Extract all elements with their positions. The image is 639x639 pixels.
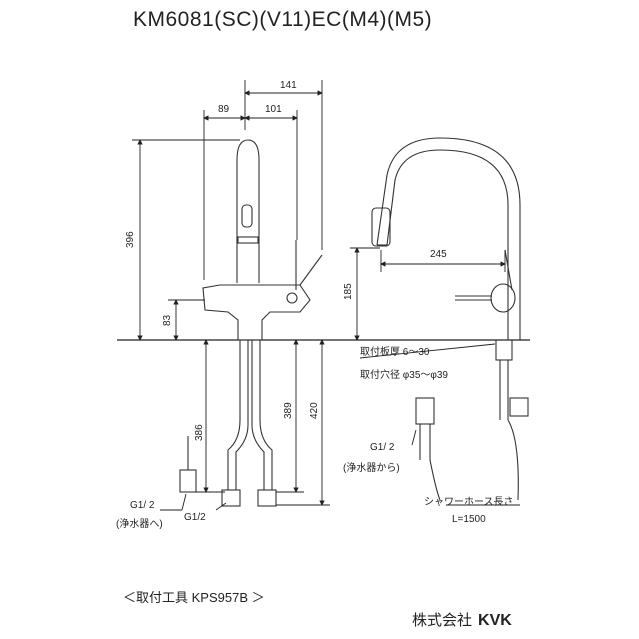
note-from-purifier: (浄水器から) [343,461,400,474]
company-brand: 株式会社 KVK [412,609,512,630]
dim-420: 420 [309,402,320,419]
note-hole-diameter: 取付穴径 φ35～φ39 [360,368,448,381]
dim-83: 83 [162,314,173,326]
dim-141: 141 [280,80,297,91]
note-hose-length: シャワーホース長さ [424,496,514,508]
dim-185: 185 [343,283,354,300]
left-faucet-body [179,139,323,507]
model-title: KM6081(SC)(V11)EC(M4)(M5) [133,8,433,31]
dim-101: 101 [265,104,282,115]
dim-386: 386 [194,424,205,441]
note-g12-right: G1/ 2 [370,442,395,453]
note-plate-thickness: 取付板厚 6～30 [360,345,430,358]
brand-logo: KVK [478,612,512,629]
dim-245: 245 [430,249,447,260]
dim-89: 89 [218,104,230,115]
note-g12-bottom: G1/2 [184,512,206,523]
note-g12-left: G1/ 2 [130,500,155,511]
note-hose-L: L=1500 [452,514,486,525]
right-dimensions [350,247,520,506]
note-to-purifier: (浄水器へ) [116,517,163,530]
right-faucet-body [371,137,529,501]
tool-note: ＜取付工具 KPS957B ＞ [123,590,265,605]
left-dimensions [132,80,330,511]
dim-389: 389 [283,402,294,419]
dim-396: 396 [125,231,136,248]
company-name: 株式会社 [412,612,473,629]
